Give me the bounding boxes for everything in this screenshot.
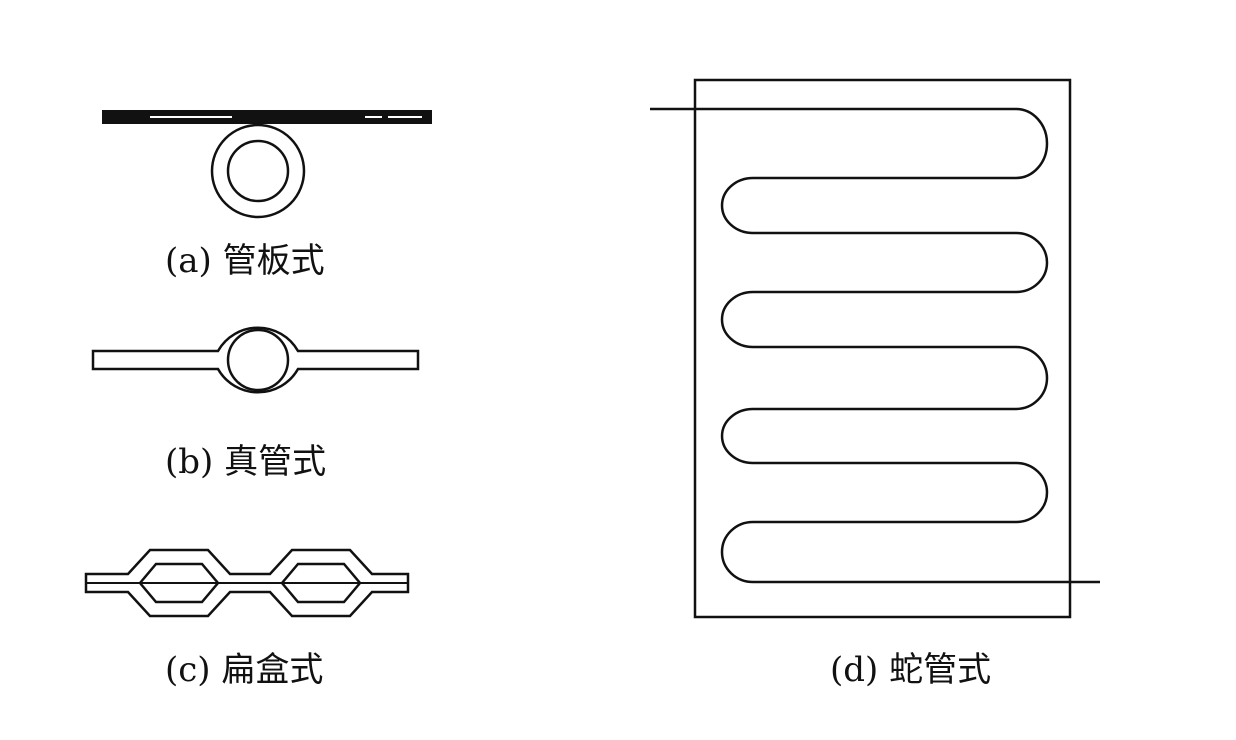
flat-box-figure: [84, 548, 410, 618]
tube-plate-figure: [102, 110, 432, 219]
tube-fin-figure: [91, 326, 420, 394]
serpentine-frame: [693, 78, 1072, 619]
absorber-plate: [102, 110, 432, 124]
caption-tube-plate: (a) 管板式: [165, 241, 325, 281]
caption-serpentine: (d) 蛇管式: [830, 650, 992, 690]
fin-tube-inner-wall: [226, 328, 290, 392]
caption-tube-fin: (b) 真管式: [165, 442, 327, 482]
serpentine-figure: [650, 78, 1100, 619]
tube-inner-wall: [226, 139, 290, 203]
serpentine-tube: [650, 107, 1100, 584]
caption-flat-box: (c) 扁盒式: [165, 650, 324, 690]
